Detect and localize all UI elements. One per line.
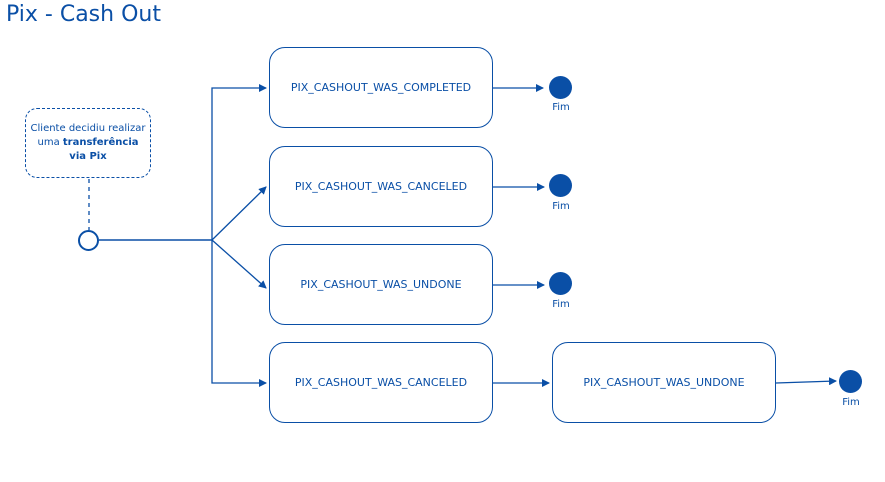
branch-completed bbox=[211, 84, 267, 240]
state-pix-cashout-undone-2: PIX_CASHOUT_WAS_UNDONE bbox=[552, 342, 776, 423]
end-node-undone bbox=[549, 272, 572, 295]
end-label-undone: Fim bbox=[552, 299, 570, 310]
end-node-undone-2 bbox=[839, 370, 862, 393]
end-label-completed: Fim bbox=[552, 102, 570, 113]
note-text: Cliente decidiu realizar uma transferênc… bbox=[30, 122, 146, 164]
state-pix-cashout-canceled-2: PIX_CASHOUT_WAS_CANCELED bbox=[269, 342, 493, 423]
note-prefix: Cliente decidiu realizar uma bbox=[30, 123, 146, 148]
end-label-canceled: Fim bbox=[552, 201, 570, 212]
note-box: Cliente decidiu realizar uma transferênc… bbox=[25, 108, 151, 178]
end-node-completed bbox=[549, 76, 572, 99]
start-node bbox=[78, 230, 99, 251]
state-pix-cashout-undone: PIX_CASHOUT_WAS_UNDONE bbox=[269, 244, 493, 325]
note-bold: transferência via Pix bbox=[62, 137, 139, 162]
end-node-canceled bbox=[549, 174, 572, 197]
branch-undone bbox=[211, 239, 267, 289]
arrow-undone2-end bbox=[775, 377, 837, 386]
page-title: Pix - Cash Out bbox=[6, 2, 161, 27]
end-label-undone-2: Fim bbox=[842, 397, 860, 408]
state-pix-cashout-completed: PIX_CASHOUT_WAS_COMPLETED bbox=[269, 47, 493, 128]
branch-canceled bbox=[211, 186, 267, 241]
state-pix-cashout-canceled: PIX_CASHOUT_WAS_CANCELED bbox=[269, 146, 493, 227]
branch-canceled-2 bbox=[211, 240, 267, 387]
